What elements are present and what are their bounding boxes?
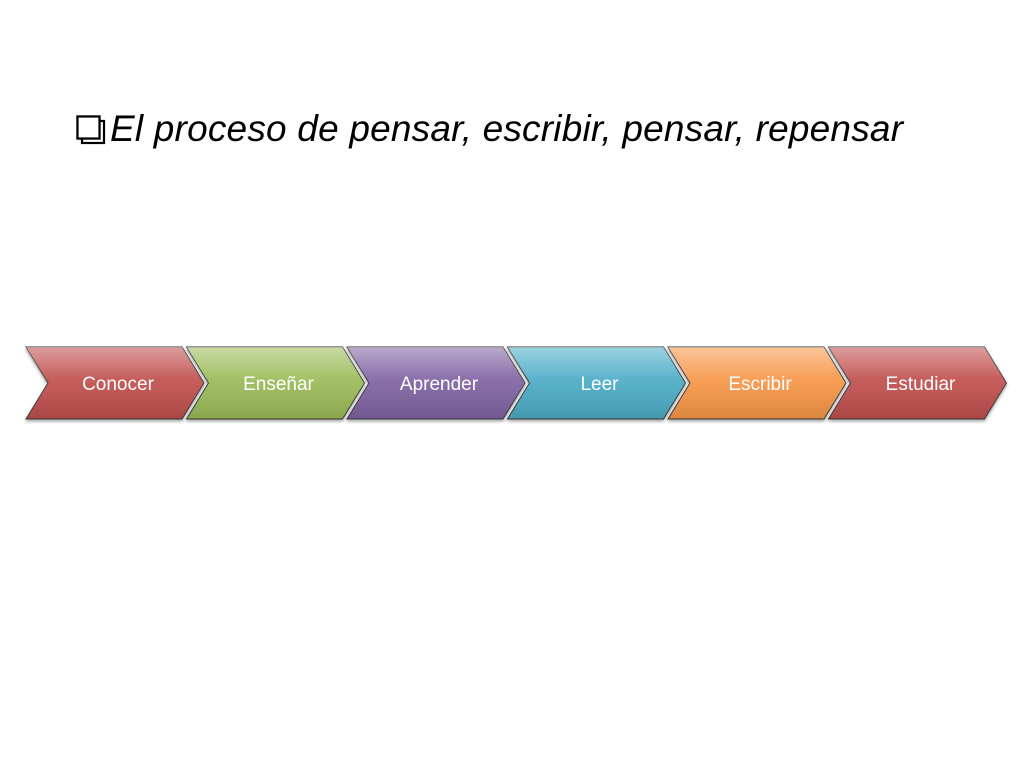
process-steps: Conocer Enseñar Aprender Leer Escribir Estudi… [25,346,1008,420]
process-step-label: Enseñar [243,374,314,395]
process-step-label: Leer [580,374,619,395]
process-step-enseñar: Enseñar [185,346,366,420]
process-step-conocer: Conocer [25,346,205,420]
chevron-gloss [26,347,204,419]
process-step-label: Aprender [400,374,479,395]
chevron-gloss [828,347,1007,419]
slide-title: El proceso de pensar, escribir, pensar, … [110,108,904,149]
process-step-aprender: Aprender [346,346,526,420]
process-step-estudiar: Estudiar [827,346,1008,420]
process-step-leer: Leer [506,346,687,420]
chevron-gloss [668,347,846,419]
process-step-escribir: Escribir [667,346,847,420]
chevron-gloss [186,347,365,419]
slide-title-row: El proceso de pensar, escribir, pensar, … [76,104,903,154]
process-step-label: Escribir [728,374,792,395]
chevron-gloss [507,347,686,419]
process-step-label: Conocer [82,374,154,395]
checkbox-bullet-icon [76,113,106,145]
chevron-gloss [347,347,525,419]
process-step-label: Estudiar [886,374,956,395]
